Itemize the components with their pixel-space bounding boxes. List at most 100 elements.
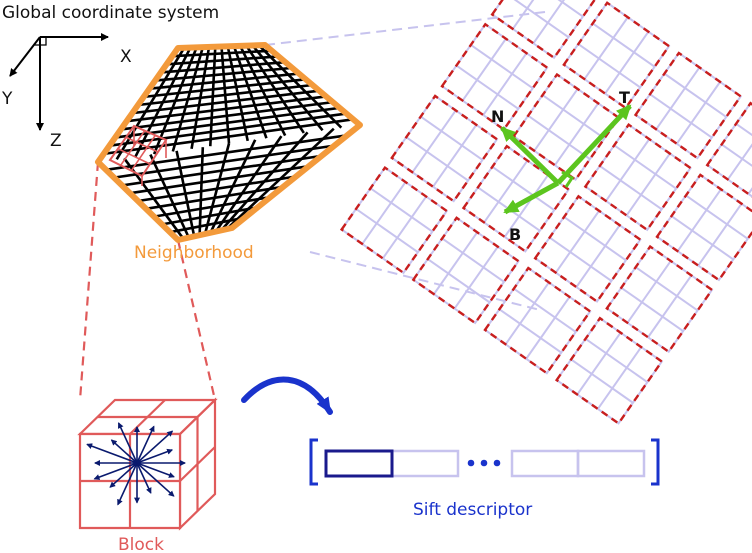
- subregion-grid-line: [504, 281, 550, 345]
- subregion-grid-line: [675, 81, 721, 145]
- sift-descriptor-label: Sift descriptor: [413, 500, 532, 520]
- cube-top-grid-line: [226, 46, 249, 142]
- cube-top-grid-line: [160, 60, 286, 74]
- cube-front-grid-line: [145, 185, 284, 211]
- subregion-grid-line: [721, 143, 752, 167]
- cube-top-grid-line: [238, 45, 287, 137]
- subregion-grid-line: [433, 231, 479, 295]
- subregion-grid-line: [470, 44, 534, 90]
- subregion-border: [461, 144, 571, 253]
- connector-lines: [78, 11, 546, 401]
- gradient-arrow: [117, 462, 138, 506]
- transform-arrow: [241, 376, 333, 415]
- cube-front-grid-line: [137, 175, 297, 203]
- subregion-cells: [555, 316, 664, 425]
- subregion-grid-line: [735, 122, 752, 137]
- subregion-grid-line: [355, 208, 419, 254]
- descriptor-cell-1: [324, 449, 394, 478]
- neighborhood-label: Neighborhood: [134, 243, 254, 263]
- subregion-grid-line: [554, 102, 600, 166]
- subregion-border: [583, 123, 693, 232]
- subregion-grid-line: [599, 165, 663, 211]
- subregion-grid-line: [511, 0, 535, 30]
- subregion-grid-line: [563, 216, 627, 262]
- subregion-cells: [490, 0, 596, 60]
- subregion-cells: [340, 166, 449, 275]
- subregion-grid-line: [483, 160, 529, 224]
- subregion-grid-line: [670, 215, 734, 261]
- subregion-grid-line: [620, 286, 684, 332]
- local-frame: N T B: [491, 88, 632, 244]
- subregion-grid-line: [554, 210, 600, 274]
- rotated-grid: [339, 0, 752, 426]
- block-right-grid-line: [179, 446, 216, 482]
- block-label: Block: [118, 535, 164, 553]
- cube-front-grid-line: [169, 216, 246, 234]
- coord-title: Global coordinate system: [2, 3, 219, 23]
- subregion-cells: [605, 245, 714, 354]
- gradient-arrow: [86, 443, 138, 464]
- subregion-cells: [483, 266, 592, 375]
- subregion-grid-line: [541, 94, 605, 140]
- subregion-grid-line: [647, 274, 693, 338]
- cube-top-grid-line: [245, 44, 305, 134]
- subregion-grid-line: [382, 195, 427, 259]
- subregion-grid-line: [513, 287, 577, 333]
- gradient-arrow: [136, 462, 152, 494]
- y-axis-label: Y: [1, 89, 13, 109]
- subregion-grid-line: [575, 224, 621, 288]
- gradient-arrow: [110, 439, 138, 464]
- subregion-grid-line: [461, 38, 507, 102]
- subregion-grid-line: [549, 236, 613, 282]
- block-gradient-arrows: [86, 422, 186, 506]
- cube-front-grid-line: [220, 131, 309, 232]
- subregion-grid-line: [533, 88, 579, 152]
- subregion-border: [339, 165, 449, 275]
- subregion-grid-line: [592, 22, 656, 68]
- connector-block-right: [176, 239, 217, 401]
- cube-top-grid-line: [220, 46, 231, 144]
- cube-top-grid-line: [155, 66, 293, 82]
- subregion-grid-line: [513, 0, 570, 38]
- subregion-grid-line: [525, 296, 571, 360]
- subregion-grid-line: [576, 332, 622, 396]
- small-cube-grid-line: [117, 147, 151, 165]
- cube-top-grid-line: [149, 72, 300, 91]
- subregion-grid-line: [597, 346, 643, 410]
- descriptor-cell-2: [390, 449, 460, 478]
- subregion-grid-line: [577, 43, 641, 89]
- small-red-cube: [108, 124, 168, 186]
- connector-top: [264, 11, 546, 46]
- right-angle-mark: [34, 37, 47, 46]
- subregion-grid-line: [635, 266, 699, 312]
- subregion-grid-line: [453, 246, 499, 310]
- subregion-grid-line: [605, 138, 651, 202]
- cube-top-grid-line: [257, 44, 343, 129]
- subregion-grid-line: [411, 109, 457, 173]
- gradient-arrow: [136, 430, 174, 464]
- subregion-grid-line: [503, 174, 549, 238]
- subregion-grid-line: [491, 165, 555, 211]
- neighborhood-cube: Neighborhood: [95, 42, 363, 263]
- subregion-grid-line: [557, 0, 584, 18]
- ellipsis-dot-3: [493, 459, 501, 467]
- subregion-grid-line: [676, 188, 722, 252]
- subregion-grid-line: [441, 237, 505, 283]
- cube-top-grid-line: [172, 49, 272, 58]
- subregion-cells: [634, 51, 743, 160]
- b-vector-label: B: [509, 225, 521, 244]
- n-vector: [500, 126, 560, 185]
- descriptor-left-bracket: [309, 438, 318, 486]
- subregion-border: [554, 316, 664, 426]
- subregion-grid-line: [482, 52, 528, 116]
- cube-top-grid-line: [143, 77, 306, 99]
- b-vector: [503, 180, 560, 215]
- subregion-grid-line: [649, 93, 713, 139]
- subregion-grid-line: [498, 308, 562, 354]
- subregion-cells: [562, 1, 671, 110]
- gradient-arrow: [93, 462, 138, 480]
- z-axis-label: Z: [50, 131, 62, 151]
- cube-front-grid-line: [225, 127, 335, 231]
- descriptor-cell-highlight: [324, 449, 394, 478]
